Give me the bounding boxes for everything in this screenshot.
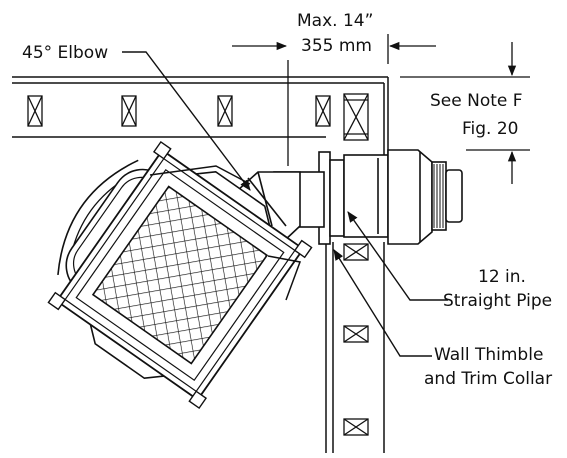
vent-terminal <box>387 149 463 245</box>
ceiling-blocking <box>27 93 369 141</box>
max-dimension-label: Max. 14” <box>297 11 373 31</box>
trim-collar-label: and Trim Collar <box>424 369 552 389</box>
ceiling-joist <box>12 76 389 160</box>
max-dimension-metric-label: 355 mm <box>301 36 372 56</box>
elbow-label: 45° Elbow <box>22 43 108 63</box>
straight-pipe-label: Straight Pipe <box>443 291 552 311</box>
wall-thimble-label: Wall Thimble <box>434 345 543 365</box>
note-dimension <box>400 42 530 184</box>
leader-lines <box>122 51 448 357</box>
wall-blocking <box>343 243 369 436</box>
figure-reference-label: Fig. 20 <box>462 119 519 139</box>
vent-hood <box>149 165 302 301</box>
note-label: See Note F <box>430 91 523 111</box>
pipe-length-label: 12 in. <box>478 267 526 287</box>
max-dimension <box>232 34 436 166</box>
furnace-unit <box>47 140 313 410</box>
exterior-wall <box>325 242 385 453</box>
